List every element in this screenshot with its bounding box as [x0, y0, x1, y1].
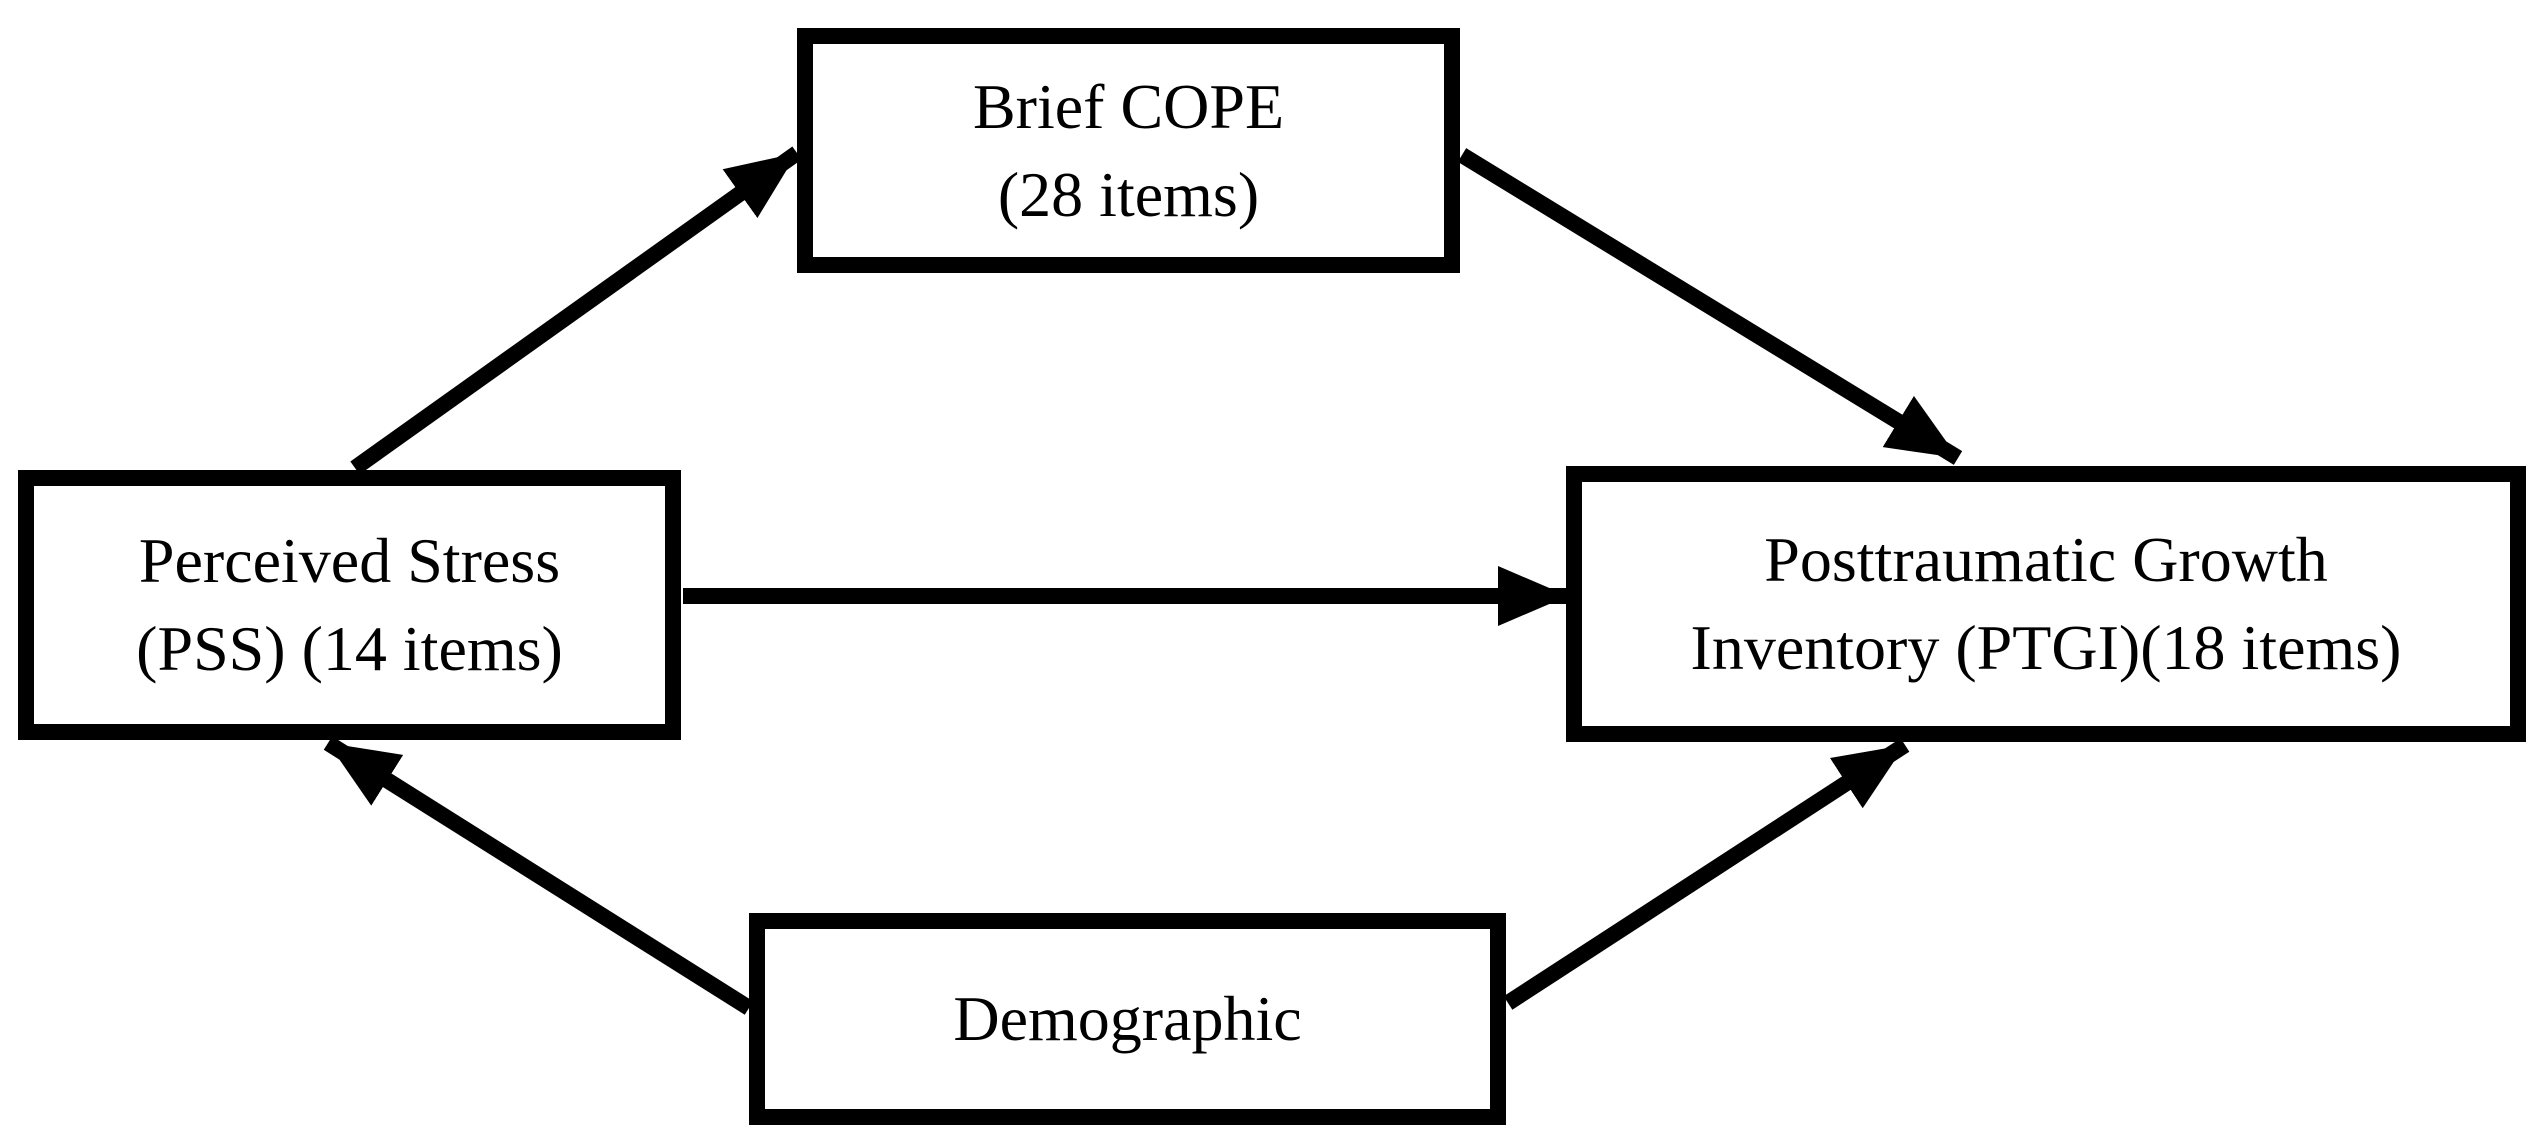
- arrow-pss-to-cope: [350, 146, 802, 475]
- arrow-cope-to-ptgi: [1457, 148, 1963, 465]
- node-brief-cope-line2: (28 items): [997, 158, 1260, 230]
- arrow-demo-to-pss: [323, 736, 754, 1015]
- node-ptgi: Posttraumatic Growth Inventory (PTGI)(18…: [1566, 466, 2526, 742]
- node-perceived-stress: Perceived Stress (PSS) (14 items): [18, 470, 681, 740]
- node-demographic: Demographic: [749, 913, 1506, 1125]
- node-demographic-label: Demographic: [953, 983, 1302, 1054]
- node-perceived-stress-line2: (PSS) (14 items): [136, 613, 563, 684]
- node-ptgi-line1: Posttraumatic Growth: [1764, 524, 2328, 595]
- node-ptgi-line2: Inventory (PTGI)(18 items): [1690, 612, 2402, 683]
- arrow-demo-to-ptgi: [1503, 738, 1910, 1010]
- node-brief-cope: Brief COPE (28 items): [797, 28, 1460, 273]
- node-perceived-stress-line1: Perceived Stress: [138, 525, 561, 596]
- node-brief-cope-line1: Brief COPE: [972, 70, 1285, 142]
